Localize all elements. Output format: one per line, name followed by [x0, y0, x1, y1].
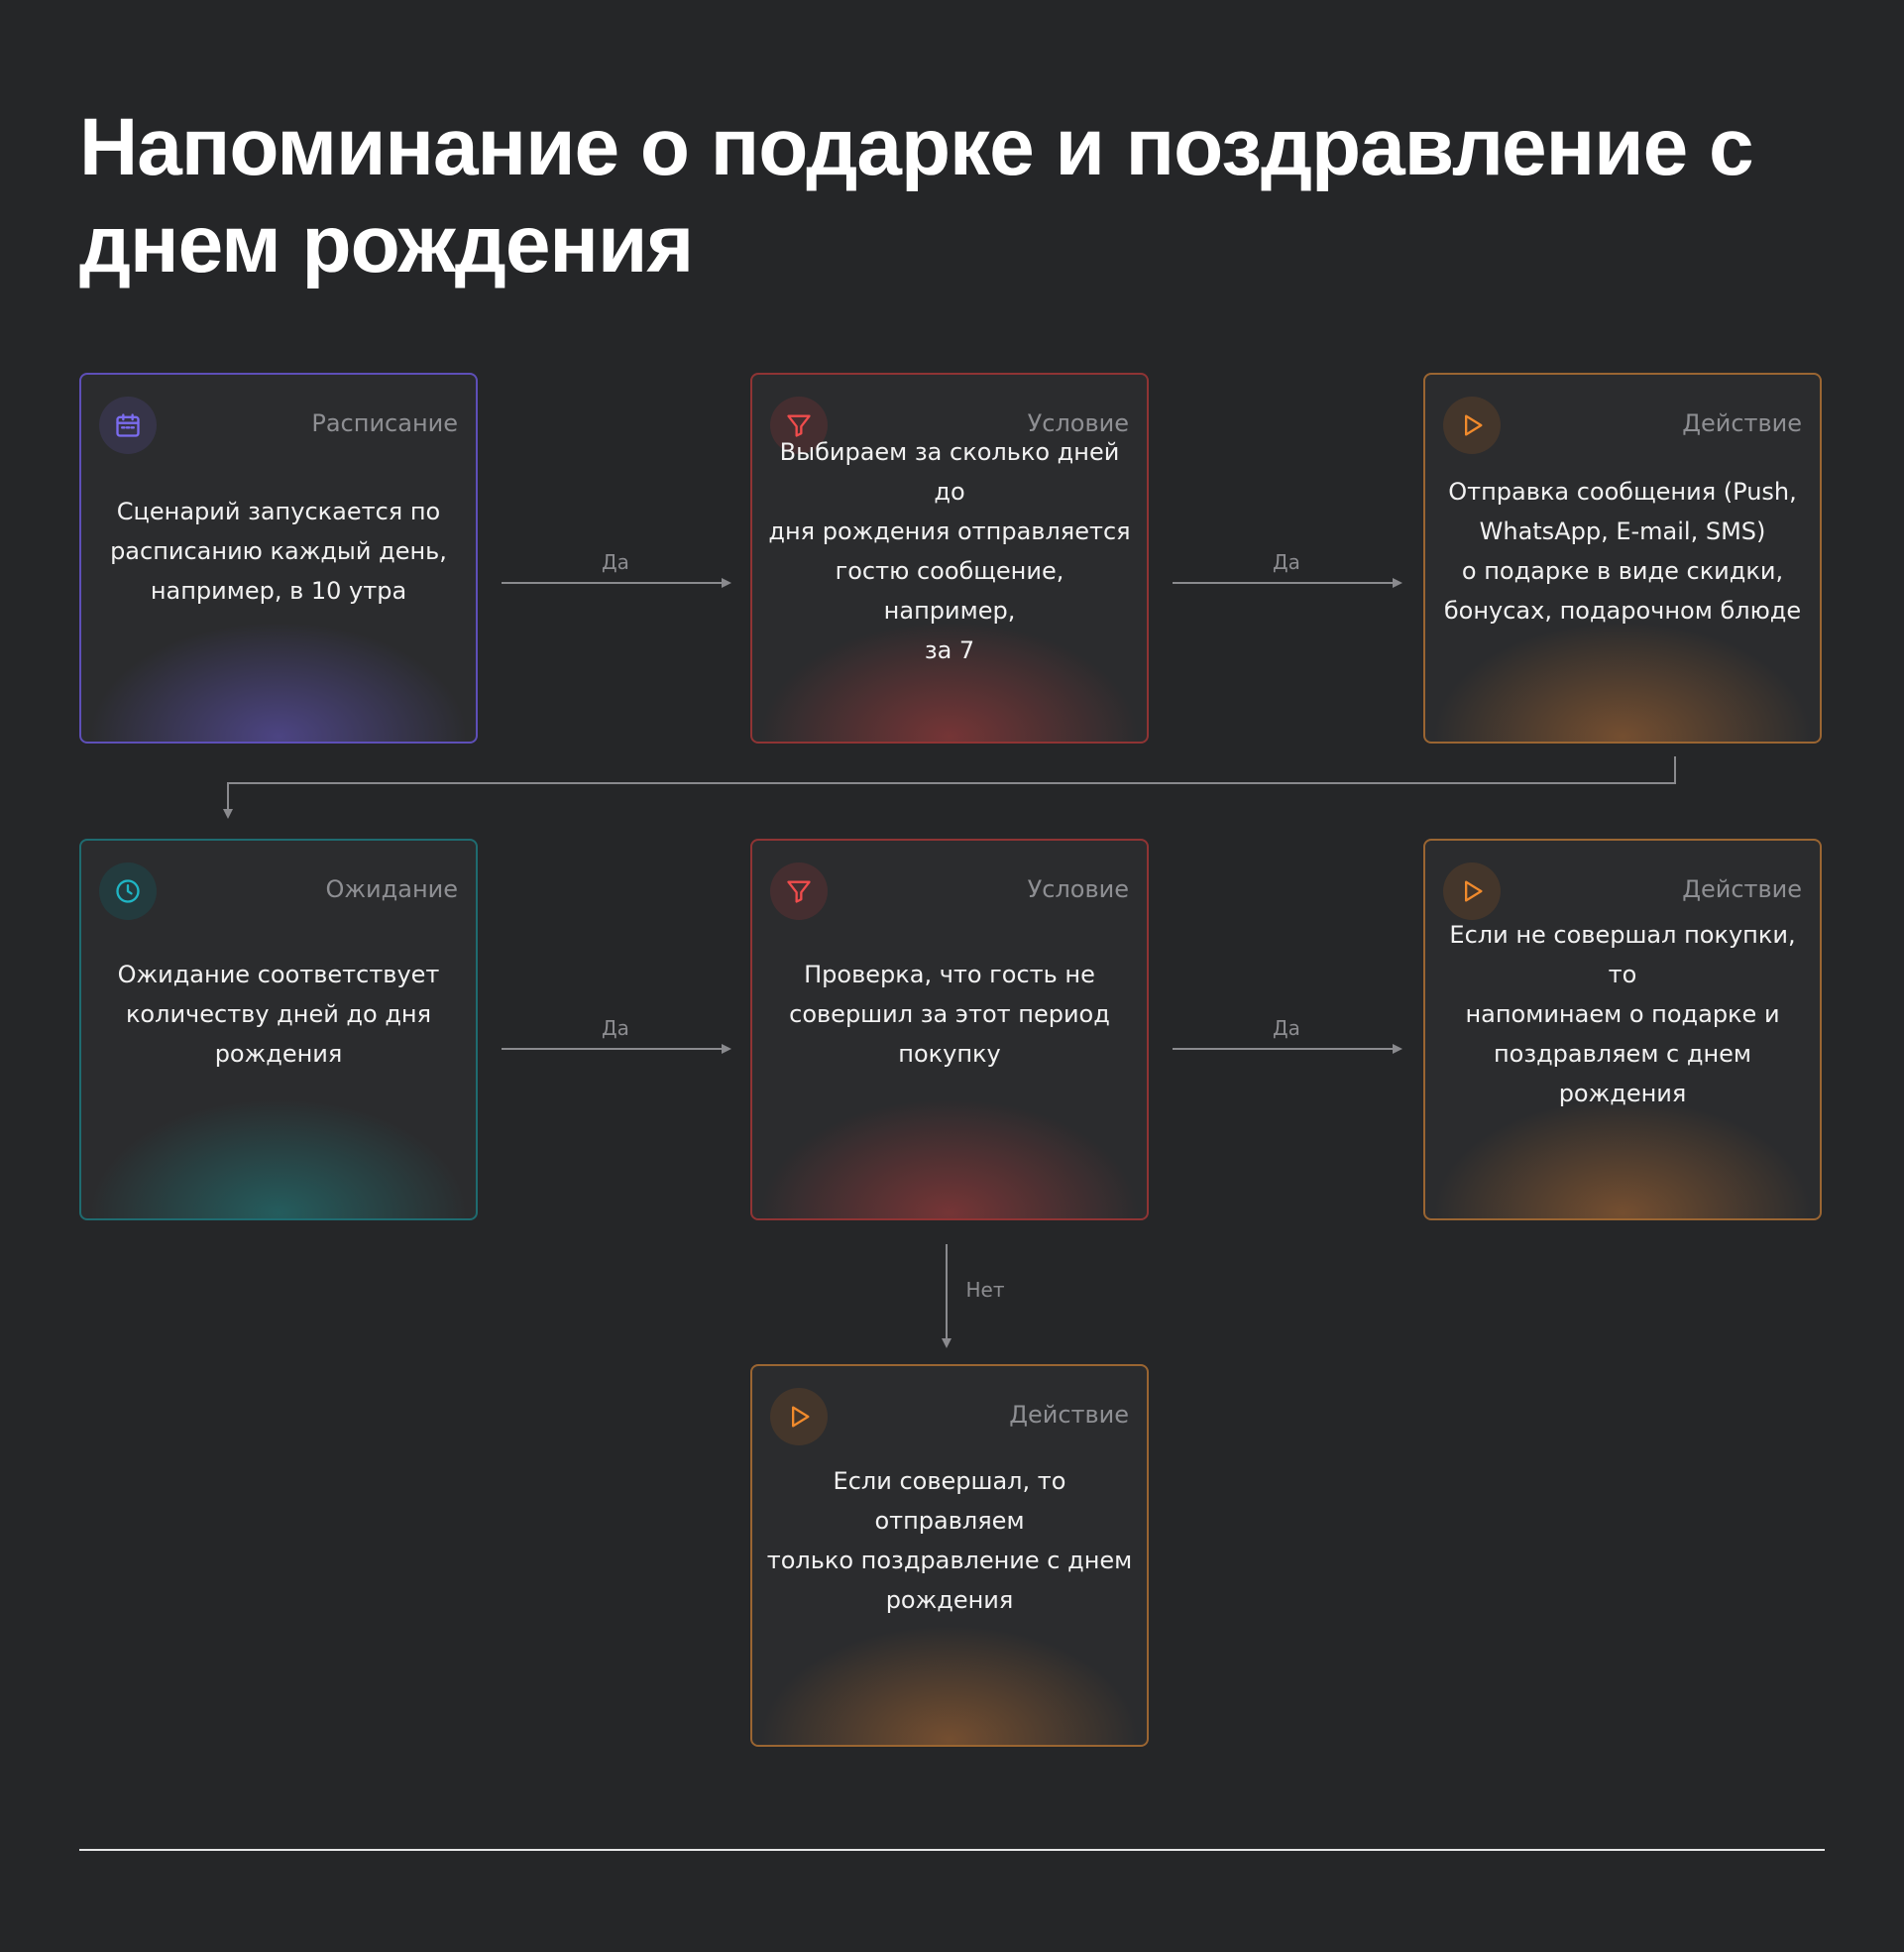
card-type-label: Ожидание [325, 875, 458, 903]
card-description: Ожидание соответствует количеству дней д… [117, 961, 440, 1069]
action-card: Действие Если не совершал покупки, то на… [1423, 839, 1822, 1220]
play-icon [1443, 397, 1501, 454]
filter-icon [770, 862, 828, 920]
condition-card: Условие Проверка, что гость не совершил … [750, 839, 1149, 1220]
wait-card: Ожидание Ожидание соответствует количест… [79, 839, 478, 1220]
card-type-label: Условие [1027, 875, 1129, 903]
card-type-label: Расписание [311, 409, 458, 437]
card-description: Сценарий запускается по расписанию кажды… [110, 497, 447, 605]
play-icon [1443, 862, 1501, 920]
card-description: Если не совершал покупки, то напоминаем … [1449, 921, 1796, 1108]
connector-label-yes: Да [602, 550, 629, 574]
condition-card: Условие Выбираем за сколько дней до дня … [750, 373, 1149, 744]
card-description: Выбираем за сколько дней до дня рождения… [768, 437, 1131, 664]
card-description: Отправка сообщения (Push, WhatsApp, E-ma… [1443, 477, 1802, 625]
play-icon [770, 1388, 828, 1445]
card-description: Проверка, что гость не совершил за этот … [789, 961, 1110, 1069]
filter-icon [770, 397, 828, 454]
connector-label-no: Нет [965, 1278, 1005, 1302]
page-title: Напоминание о подарке и поздравление с д… [79, 102, 1754, 289]
connector-label-yes: Да [602, 1016, 629, 1040]
footer-divider [79, 1849, 1825, 1851]
card-description: Если совершал, то отправляем только позд… [766, 1466, 1133, 1614]
clock-icon [99, 862, 157, 920]
card-type-label: Действие [1682, 875, 1802, 903]
action-card: Действие Если совершал, то отправляем то… [750, 1364, 1149, 1747]
schedule-card: Расписание Сценарий запускается по распи… [79, 373, 478, 744]
calendar-icon [99, 397, 157, 454]
card-type-label: Действие [1009, 1401, 1129, 1429]
connector-label-yes: Да [1273, 1016, 1300, 1040]
action-card: Действие Отправка сообщения (Push, Whats… [1423, 373, 1822, 744]
connector-label-yes: Да [1273, 550, 1300, 574]
card-type-label: Условие [1027, 409, 1129, 437]
connector-3-4 [223, 756, 1676, 819]
card-type-label: Действие [1682, 409, 1802, 437]
